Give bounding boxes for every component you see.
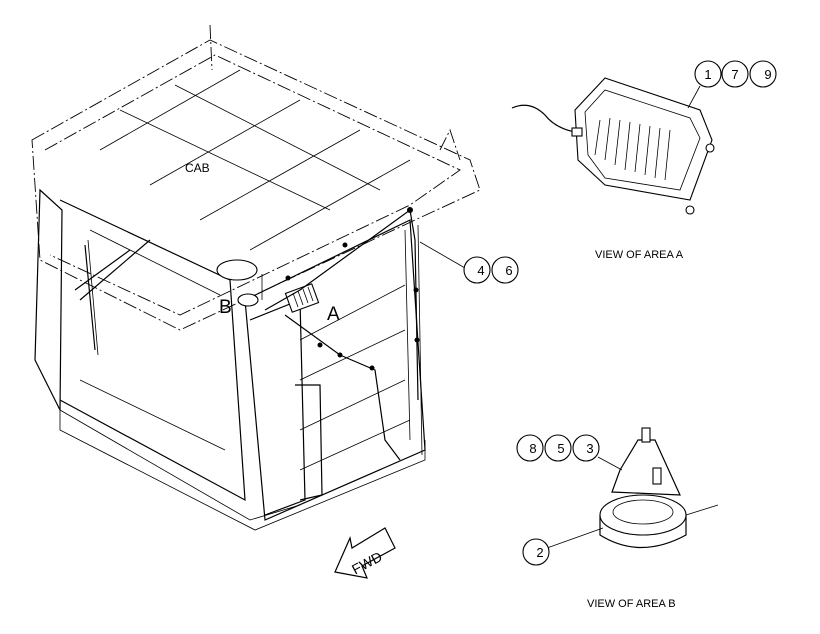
antenna-base-inner-ring: [612, 499, 674, 525]
speaker-face: [584, 89, 701, 191]
callout-2: 2: [522, 538, 550, 566]
cab-roof-inner: [44, 54, 461, 316]
svg-text:7: 7: [731, 67, 738, 82]
roof-panel-lines: [99, 69, 411, 251]
speaker-grille: [292, 286, 314, 308]
roof-rear-lip: [439, 128, 461, 161]
svg-text:9: 9: [764, 67, 771, 82]
svg-text:8: 8: [529, 441, 536, 456]
callout-3: 3: [572, 434, 600, 462]
svg-text:5: 5: [557, 441, 564, 456]
antenna-base-disc: [599, 494, 687, 536]
cab-front-frame: [59, 199, 246, 502]
cab-speaker-a: [284, 283, 320, 313]
antenna-base-body: [599, 515, 687, 549]
antenna-mount-bracket: [611, 439, 681, 496]
cab-left-pillar: [34, 188, 63, 411]
svg-text:4: 4: [477, 263, 484, 278]
fwd-label: FWD: [349, 548, 385, 577]
roof-antenna-post: [209, 24, 213, 71]
cab-lower-rail: [59, 410, 426, 531]
area-a-marker: A: [327, 304, 340, 325]
area-b-marker: B: [219, 297, 232, 318]
cab-grab-handle: [295, 384, 323, 501]
view-area-b-caption: VIEW OF AREA B: [587, 598, 676, 610]
callout-8: 8: [516, 434, 544, 462]
leader-8-5-3: [597, 456, 623, 471]
antenna-stud-top: [641, 427, 651, 443]
antenna-cable: [685, 504, 719, 516]
leader-2: [546, 527, 604, 549]
leader-1-7-9: [687, 85, 701, 109]
speaker-housing: [574, 77, 713, 201]
cab-side-window-lines: [299, 284, 411, 471]
callout-7: 7: [721, 60, 749, 88]
speaker-mount-screw-bottom: [685, 205, 695, 215]
svg-text:1: 1: [704, 67, 711, 82]
fwd-arrow-shape: [334, 527, 396, 579]
callout-6: 6: [491, 256, 519, 284]
fwd-arrow: FWD: [334, 527, 396, 579]
view-area-a-caption: VIEW OF AREA A: [595, 249, 684, 261]
speaker-cable: [511, 104, 576, 133]
callout-4: 4: [463, 256, 491, 284]
speaker-connector: [571, 127, 583, 137]
callout-5: 5: [544, 434, 572, 462]
wiper-arm: [74, 239, 151, 351]
antenna-stud-mid: [652, 467, 662, 485]
svg-text:6: 6: [505, 263, 512, 278]
speaker-grille-slots: [594, 117, 671, 181]
detail-area-a: VIEW OF AREA A: [511, 77, 715, 261]
detail-area-b: VIEW OF AREA B: [546, 427, 719, 610]
svg-text:2: 2: [536, 545, 543, 560]
wiper-blade: [87, 239, 99, 356]
cab-antenna-base-b: [237, 293, 259, 307]
cab-door-frame: [249, 299, 306, 516]
harness-clips: [285, 207, 420, 371]
cab-antenna-dome: [216, 259, 258, 281]
callout-1: 1: [694, 60, 722, 88]
svg-text:3: 3: [586, 441, 593, 456]
callout-9: 9: [749, 60, 777, 88]
cab-window-lines: [59, 229, 301, 521]
speaker-mount-screw-top: [705, 143, 715, 153]
cab-right-pillar: [404, 224, 423, 456]
leader-4-6: [419, 241, 466, 269]
cab-label: CAB: [185, 161, 210, 175]
cab-drawing: CAB B A: [31, 24, 481, 531]
cab-roof-outline: [31, 39, 481, 331]
